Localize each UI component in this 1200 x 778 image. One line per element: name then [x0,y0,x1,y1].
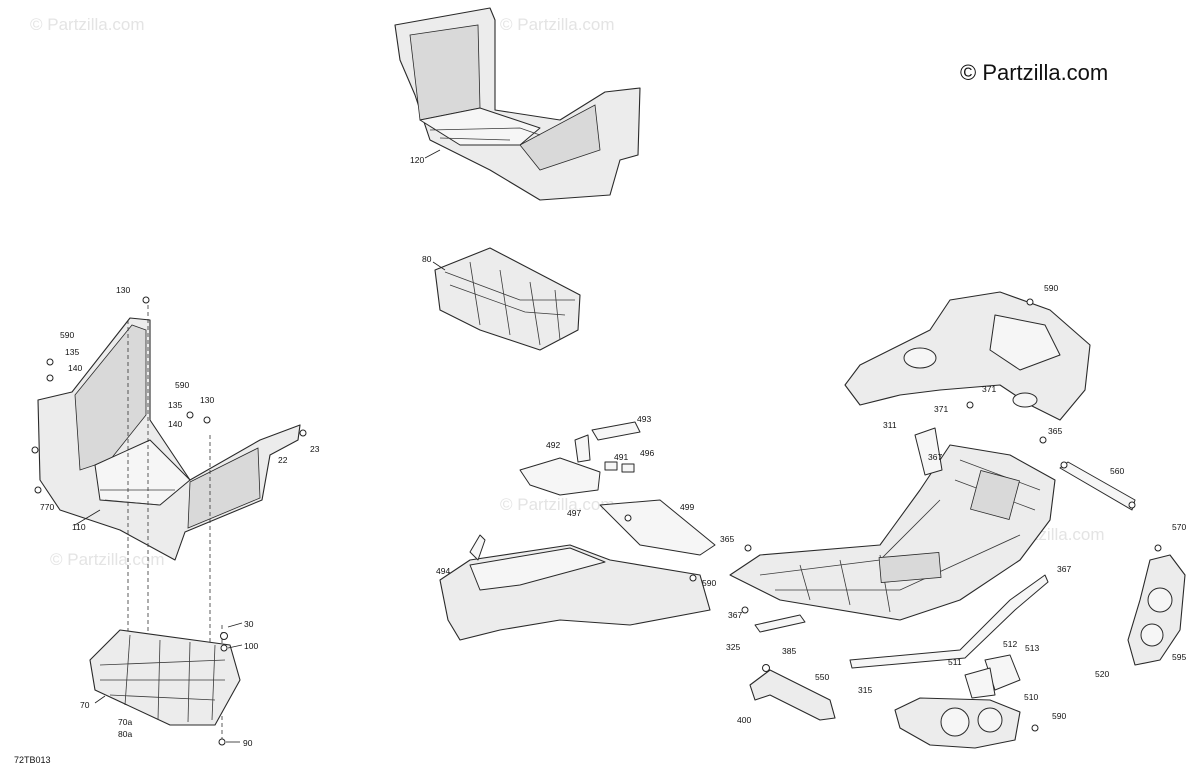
part-497-shield[interactable] [519,457,601,496]
callout-371-b: 371 [934,404,948,414]
callout-100: 100 [244,641,258,651]
callout-550: 550 [815,672,829,682]
callout-130-b: 130 [200,395,214,405]
callout-367-a: 367 [728,610,742,620]
washer-100-icon [220,644,228,652]
callout-590-c: 590 [702,578,716,588]
nut-590-icon [46,358,54,366]
callout-140-b: 140 [168,419,182,429]
callout-385: 385 [782,646,796,656]
copyright-label: © Partzilla.com [960,60,1108,85]
callout-110: 110 [72,522,86,532]
diagram-code: 72TB013 [14,755,51,765]
part-rear-storage[interactable] [844,291,1091,421]
nut-367a-icon [741,606,749,614]
callout-494: 494 [436,566,450,576]
bolt-130b-icon [203,416,211,424]
callout-492: 492 [546,440,560,450]
bolt-570-icon [1154,544,1162,552]
callout-590-e: 590 [1052,711,1066,721]
watermark-3: © Partzilla.com [500,495,615,514]
callout-560: 560 [1110,466,1124,476]
part-80-bracket[interactable] [434,247,581,351]
callout-135-a: 135 [65,347,79,357]
callout-30: 30 [244,619,254,629]
part-311-bracket[interactable] [914,427,943,476]
watermark-5: © Partzilla.com [50,550,165,569]
callout-590-b: 590 [175,380,189,390]
part-315-rail[interactable] [849,574,1049,669]
part-510-light-housing[interactable] [894,697,1021,749]
nut-30-icon [220,632,228,640]
callout-493: 493 [637,414,651,424]
nut-590b-icon [186,411,194,419]
part-499-shield[interactable] [599,499,716,556]
callout-80a: 80a [118,729,132,739]
callout-140-a: 140 [68,363,82,373]
callout-70: 70 [80,700,90,710]
callout-513: 513 [1025,643,1039,653]
callout-511: 511 [948,657,962,667]
callout-70a: 70a [118,717,132,727]
bolt-365b-icon [1039,436,1047,444]
part-491-clip[interactable] [604,461,635,473]
screw-590c-icon [689,574,697,582]
callout-590-a: 590 [60,330,74,340]
callout-520: 520 [1095,669,1109,679]
callout-491: 491 [614,452,628,462]
callout-590-d: 590 [1044,283,1058,293]
watermark-2: © Partzilla.com [500,15,615,34]
callout-496: 496 [640,448,654,458]
callout-315: 315 [858,685,872,695]
callout-367-c: 367 [1057,564,1071,574]
part-120-footwell[interactable] [394,7,641,201]
part-325-rail[interactable] [754,614,806,633]
screw-770-icon [34,486,42,494]
callout-499: 499 [680,502,694,512]
callout-23: 23 [310,444,320,454]
callout-497: 497 [567,508,581,518]
part-fender[interactable] [439,544,711,641]
callout-90: 90 [243,738,253,748]
part-rear-rack[interactable] [729,444,1056,621]
callout-130-a: 130 [116,285,130,295]
callout-120: 120 [410,155,424,165]
bolt-130-icon [142,296,150,304]
part-494-bracket[interactable] [469,534,486,561]
callout-365-b: 365 [1048,426,1062,436]
screw-590e-icon [1031,724,1039,732]
callout-570: 570 [1172,522,1186,532]
washer-135-icon [46,374,54,382]
callout-770: 770 [40,502,54,512]
part-110-footwell[interactable] [37,317,301,561]
part-493-shield[interactable] [591,421,641,441]
callout-365-a: 365 [720,534,734,544]
bolt-365a-icon [744,544,752,552]
part-550-brace[interactable] [749,669,836,721]
callout-512: 512 [1003,639,1017,649]
callout-80: 80 [422,254,432,264]
screw-icon [31,446,39,454]
part-560-bar[interactable] [1059,461,1136,511]
callout-510: 510 [1024,692,1038,702]
part-492-bracket[interactable] [574,434,591,463]
callout-22: 22 [278,455,288,465]
nut-385-icon [762,664,770,672]
clip-23-icon [299,429,307,437]
callout-371-a: 371 [982,384,996,394]
bolt-90-icon [218,738,226,746]
callout-325: 325 [726,642,740,652]
part-520-side-panel[interactable] [1127,554,1186,666]
callout-367-b: 367 [928,452,942,462]
part-70-footrest[interactable] [89,629,241,726]
screw-590d-icon [1026,298,1034,306]
watermark-1: © Partzilla.com [30,15,145,34]
callout-311: 311 [883,420,897,430]
part-512-bracket[interactable] [964,654,1021,699]
callout-135-b: 135 [168,400,182,410]
bolt-371-icon [966,401,974,409]
callout-400: 400 [737,715,751,725]
callout-595: 595 [1172,652,1186,662]
